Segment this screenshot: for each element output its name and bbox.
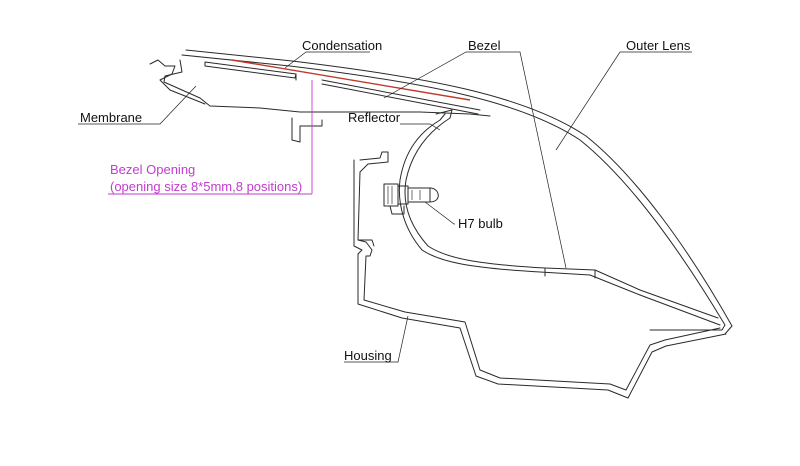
- condensation-marker: [231, 59, 471, 101]
- bezel: [149, 59, 491, 143]
- reflector: [398, 109, 721, 326]
- bezel-opening-annotation: [108, 80, 313, 195]
- label-reflector: Reflector: [348, 110, 401, 125]
- leader-lines: [78, 51, 692, 363]
- outer-lens: [181, 49, 733, 335]
- label-condensation: Condensation: [302, 38, 382, 53]
- label-housing: Housing: [344, 348, 392, 363]
- label-h7-bulb: H7 bulb: [458, 216, 503, 231]
- label-bezel-opening-note: (opening size 8*5mm,8 positions): [110, 179, 302, 194]
- label-bezel-opening-title: Bezel Opening: [110, 162, 195, 177]
- housing: [353, 151, 727, 399]
- label-outer-lens: Outer Lens: [626, 38, 691, 53]
- label-bezel: Bezel: [468, 38, 501, 53]
- label-membrane: Membrane: [80, 110, 142, 125]
- h7-bulb: [383, 183, 439, 215]
